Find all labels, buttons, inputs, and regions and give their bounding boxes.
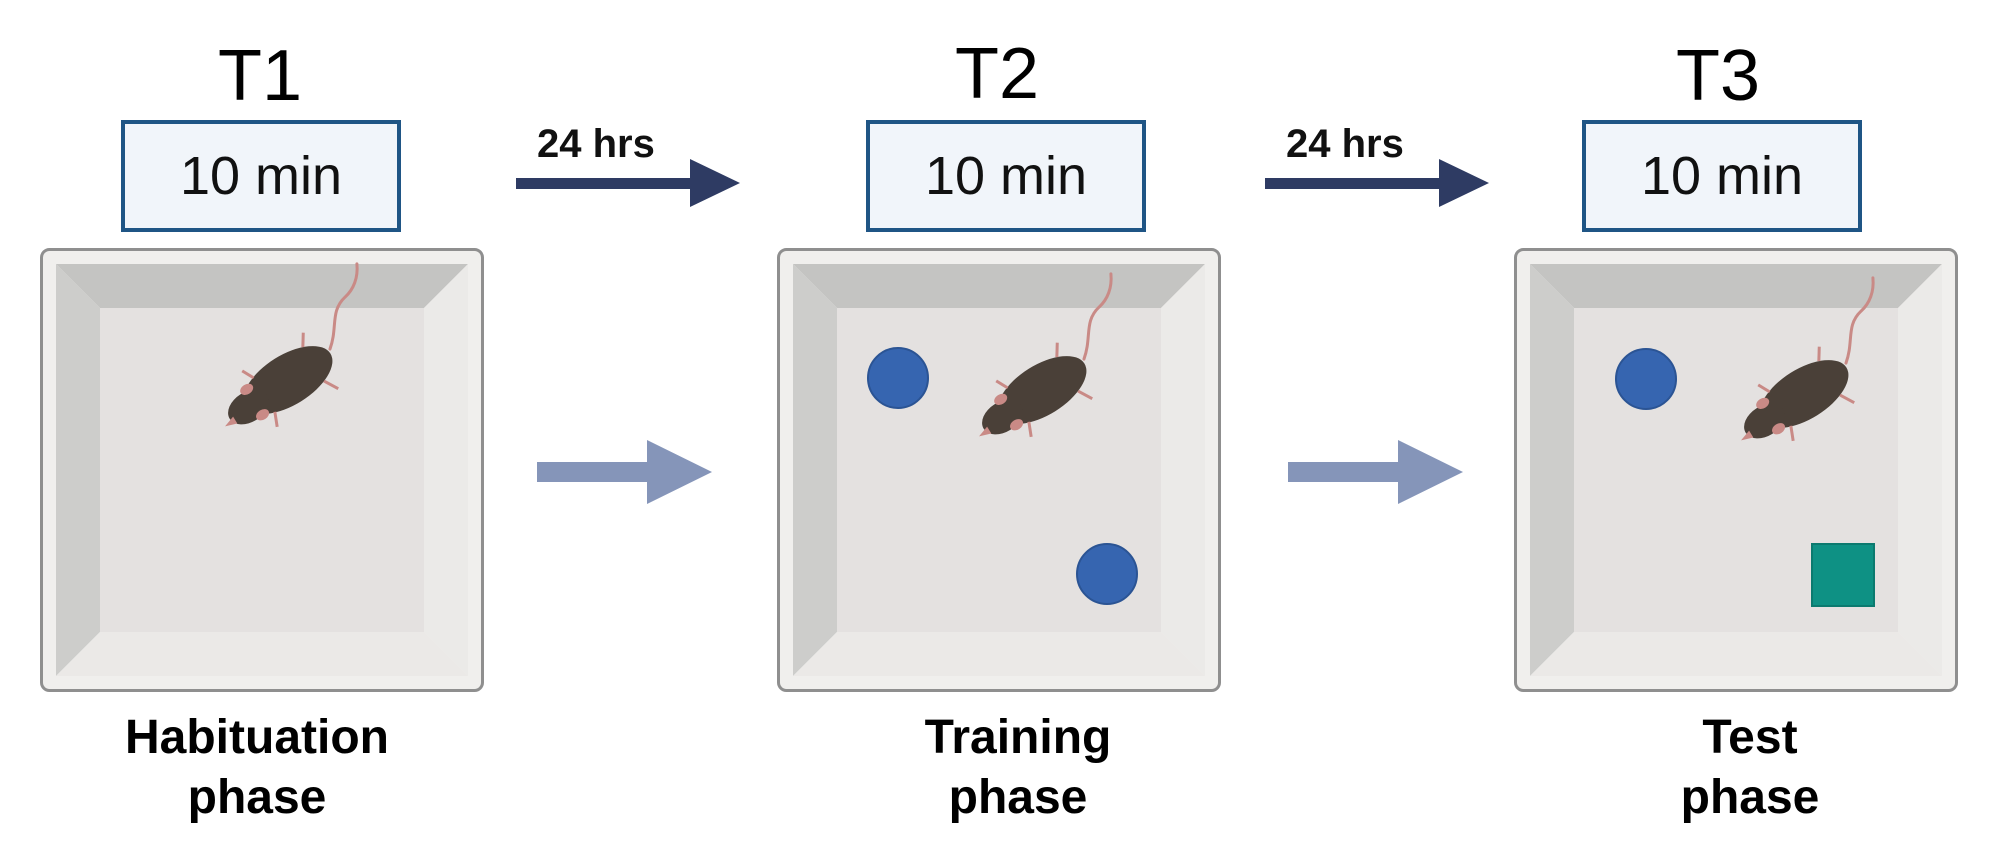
blue-circle-object-icon [1076,543,1138,605]
delay-label-1: 24 hrs [537,122,655,166]
trial-label-t3: T3 [1675,36,1761,116]
trial-label-t1: T1 [217,36,303,116]
phase-label-line2: phase [187,771,327,824]
blue-circle-object-icon [1615,348,1677,410]
phase-label-line2: phase [1680,771,1820,824]
delay-arrow-2-icon [1265,159,1489,207]
phase-label-line2: phase [948,771,1088,824]
open-field-arena-icon [40,248,484,692]
teal-square-object-icon [1811,543,1875,607]
phase-label-line1: Habituation [125,711,389,764]
arena-training [777,248,1221,692]
duration-box-t2: 10 min [866,120,1146,232]
mouse-icon [979,272,1113,438]
phase-label-line1: Test [1702,711,1798,764]
blue-circle-object-icon [867,347,929,409]
trial-label-t2: T2 [954,34,1040,114]
delay-arrow-1-icon [516,159,740,207]
phase-label-training: Training phase [838,708,1198,828]
duration-box-t3: 10 min [1582,120,1862,232]
duration-box-t1: 10 min [121,120,401,232]
delay-label-2: 24 hrs [1286,122,1404,166]
phase-label-line1: Training [924,711,1112,764]
mouse-icon [1741,276,1875,442]
flow-arrow-1-icon [537,440,712,504]
phase-label-test: Test phase [1570,708,1930,828]
phase-label-habituation: Habituation phase [77,708,437,828]
flow-arrow-2-icon [1288,440,1463,504]
mouse-icon [225,262,359,428]
arena-habituation [40,248,484,692]
arena-test [1514,248,1958,692]
